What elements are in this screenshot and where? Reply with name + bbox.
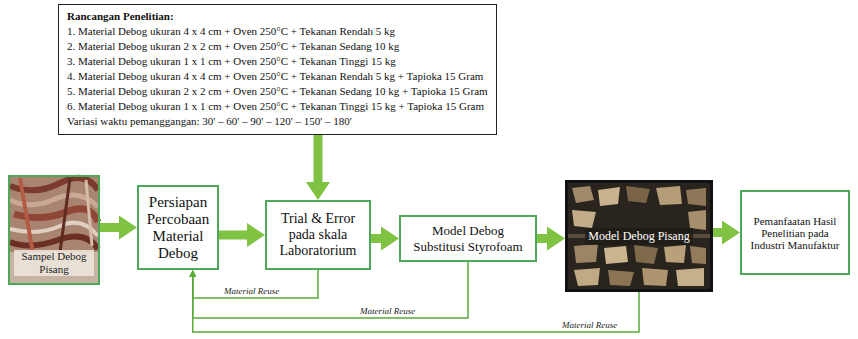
flow-arrow: [314, 135, 323, 182]
node-text: Sampel Debog Pisang: [14, 250, 94, 276]
chip: [676, 268, 704, 286]
fiber: [60, 178, 70, 252]
chip: [634, 245, 658, 264]
fiber: [20, 178, 34, 260]
edge-label: Material Reuse: [561, 320, 618, 331]
flow-arrow: [713, 228, 722, 237]
chip: [626, 186, 650, 203]
photo-ground: [568, 183, 710, 289]
chip: [608, 270, 634, 286]
chip: [574, 268, 600, 286]
photo-ground: [10, 177, 98, 283]
node-text: 3. Material Debog ukuran 1 x 1 cm + Oven…: [67, 54, 396, 69]
chip: [664, 245, 686, 263]
heading-text: Rancangan Penelitian:: [67, 9, 174, 24]
sample-photo: Sampel Debog Pisang: [8, 175, 100, 285]
model-photo: Model Debog Pisang: [565, 180, 713, 292]
reuse-line: [193, 262, 468, 318]
fiber: [10, 237, 98, 249]
chip: [642, 268, 668, 286]
design-box: Rancangan Penelitian:1. Material Debog u…: [58, 4, 497, 135]
edge-label: Material Reuse: [223, 286, 280, 297]
reuse-line: [193, 277, 639, 332]
reuse-line: [193, 270, 318, 298]
node-text: 6. Material Debog ukuran 1 x 1 cm + Oven…: [67, 99, 484, 114]
node-text: Variasi waktu pemanggangan: 30' – 60' – …: [67, 114, 352, 129]
chip: [574, 244, 598, 263]
flow-arrow: [371, 234, 381, 243]
node-text: Pemanfaatan Hasil Penelitian pada Indust…: [746, 215, 844, 251]
edge-label: Material Reuse: [359, 306, 416, 317]
output-box: Pemanfaatan Hasil Penelitian pada Indust…: [740, 190, 850, 275]
fiber: [10, 223, 98, 236]
process-box: Persiapan Percobaan Material Debog: [137, 185, 219, 270]
node-text: 5. Material Debog ukuran 2 x 2 cm + Oven…: [67, 84, 488, 99]
flow-arrow: [100, 223, 119, 232]
flow-arrow: [219, 231, 247, 240]
chip: [598, 187, 620, 206]
banana-stem-sample-photo: [10, 177, 98, 283]
node-text: Model Debog Substitusi Styrofoam: [405, 223, 531, 255]
chip: [572, 186, 594, 203]
node-text: 1. Material Debog ukuran 4 x 4 cm + Oven…: [67, 24, 395, 39]
chip: [604, 246, 628, 264]
node-text: Model Debog Pisang: [585, 228, 692, 245]
chip: [686, 188, 706, 206]
node-text: Persiapan Percobaan Material Debog: [143, 194, 213, 262]
flow-arrow: [537, 234, 547, 243]
chip: [656, 186, 682, 205]
node-text: 2. Material Debog ukuran 2 x 2 cm + Oven…: [67, 39, 399, 54]
banana-stem-model-photo: [568, 183, 710, 289]
node-text: Trial & Error pada skala Laboratorium: [271, 211, 365, 259]
chip: [690, 246, 706, 264]
node-text: 4. Material Debog ukuran 4 x 4 cm + Oven…: [67, 69, 483, 84]
fiber: [86, 180, 92, 246]
process-box: Trial & Error pada skala Laboratorium: [265, 200, 371, 270]
process-box: Model Debog Substitusi Styrofoam: [399, 215, 537, 262]
chip: [572, 210, 596, 228]
